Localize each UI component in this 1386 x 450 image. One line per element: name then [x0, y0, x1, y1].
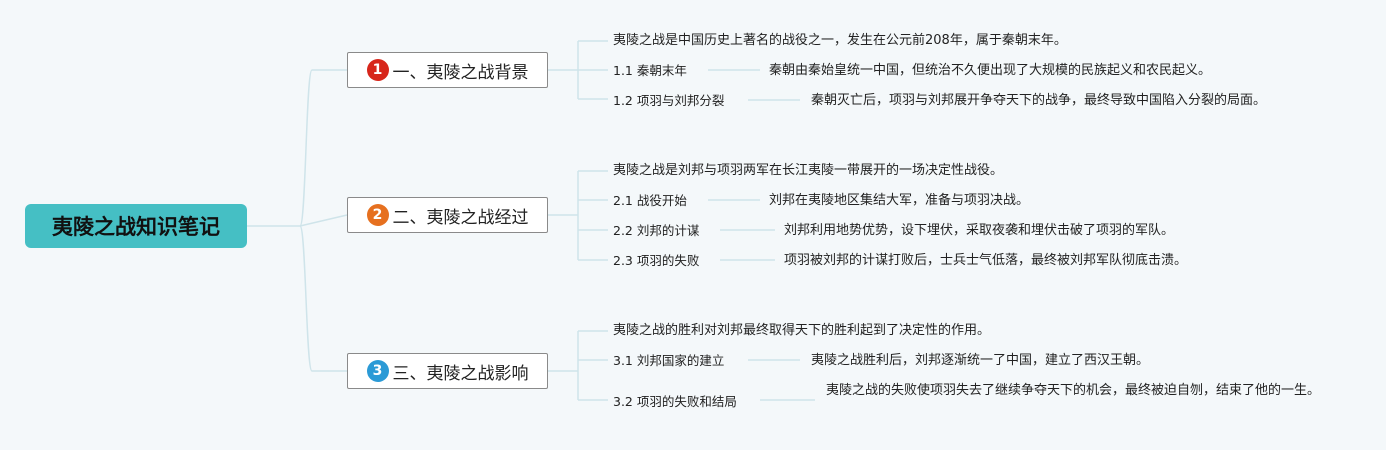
connector-branch-1 [299, 69, 347, 227]
number-badge-1: 1 [366, 59, 389, 81]
item-1-1-label: 1.1 秦朝末年 [613, 63, 687, 78]
branch-2-summary: 夷陵之战是刘邦与项羽两军在长江夷陵一带展开的一场决定性战役。 [613, 163, 1004, 178]
branch-title-3: 三、夷陵之战影响 [392, 363, 529, 384]
item-2-3-detail: 项羽被刘邦的计谋打败后，士兵士气低落，最终被刘邦军队彻底击溃。 [784, 253, 1188, 268]
item-2-3-label: 2.3 项羽的失败 [613, 253, 700, 268]
root-node[interactable]: 夷陵之战知识笔记 [25, 204, 247, 248]
item-1-2-label: 1.2 项羽与刘邦分裂 [613, 93, 725, 108]
item-2-2-detail: 刘邦利用地势优势，设下埋伏，采取夜袭和埋伏击破了项羽的军队。 [784, 223, 1175, 238]
number-badge-2: 2 [366, 204, 389, 226]
item-3-2-detail: 夷陵之战的失败使项羽失去了继续争夺天下的机会，最终被迫自刎，结束了他的一生。 [826, 383, 1321, 398]
root-title: 夷陵之战知识笔记 [52, 215, 220, 239]
item-1-2-detail: 秦朝灭亡后，项羽与刘邦展开争夺天下的战争，最终导致中国陷入分裂的局面。 [811, 93, 1267, 108]
item-3-2-label: 3.2 项羽的失败和结局 [613, 394, 737, 409]
item-1-1-detail: 秦朝由秦始皇统一中国，但统治不久便出现了大规模的民族起义和农民起义。 [769, 63, 1212, 78]
number-badge-3: 3 [366, 360, 389, 382]
branch-node-3[interactable]: 3 三、夷陵之战影响 [347, 353, 548, 389]
branch-1-summary: 夷陵之战是中国历史上著名的战役之一，发生在公元前208年，属于秦朝末年。 [613, 33, 1067, 48]
branch-title-1: 一、夷陵之战背景 [392, 62, 529, 83]
branch-title-2: 二、夷陵之战经过 [392, 207, 529, 228]
item-2-1-detail: 刘邦在夷陵地区集结大军，准备与项羽决战。 [769, 193, 1030, 208]
item-3-1-detail: 夷陵之战胜利后，刘邦逐渐统一了中国，建立了西汉王朝。 [811, 353, 1150, 368]
item-2-2-label: 2.2 刘邦的计谋 [613, 223, 700, 238]
connector-branch-3 [299, 225, 347, 372]
branch-node-1[interactable]: 1 一、夷陵之战背景 [347, 52, 548, 88]
branch-3-summary: 夷陵之战的胜利对刘邦最终取得天下的胜利起到了决定性的作用。 [613, 323, 991, 338]
branch-node-2[interactable]: 2 二、夷陵之战经过 [347, 197, 548, 233]
connector-branch-2 [299, 214, 348, 227]
item-3-1-label: 3.1 刘邦国家的建立 [613, 353, 725, 368]
item-2-1-label: 2.1 战役开始 [613, 193, 687, 208]
